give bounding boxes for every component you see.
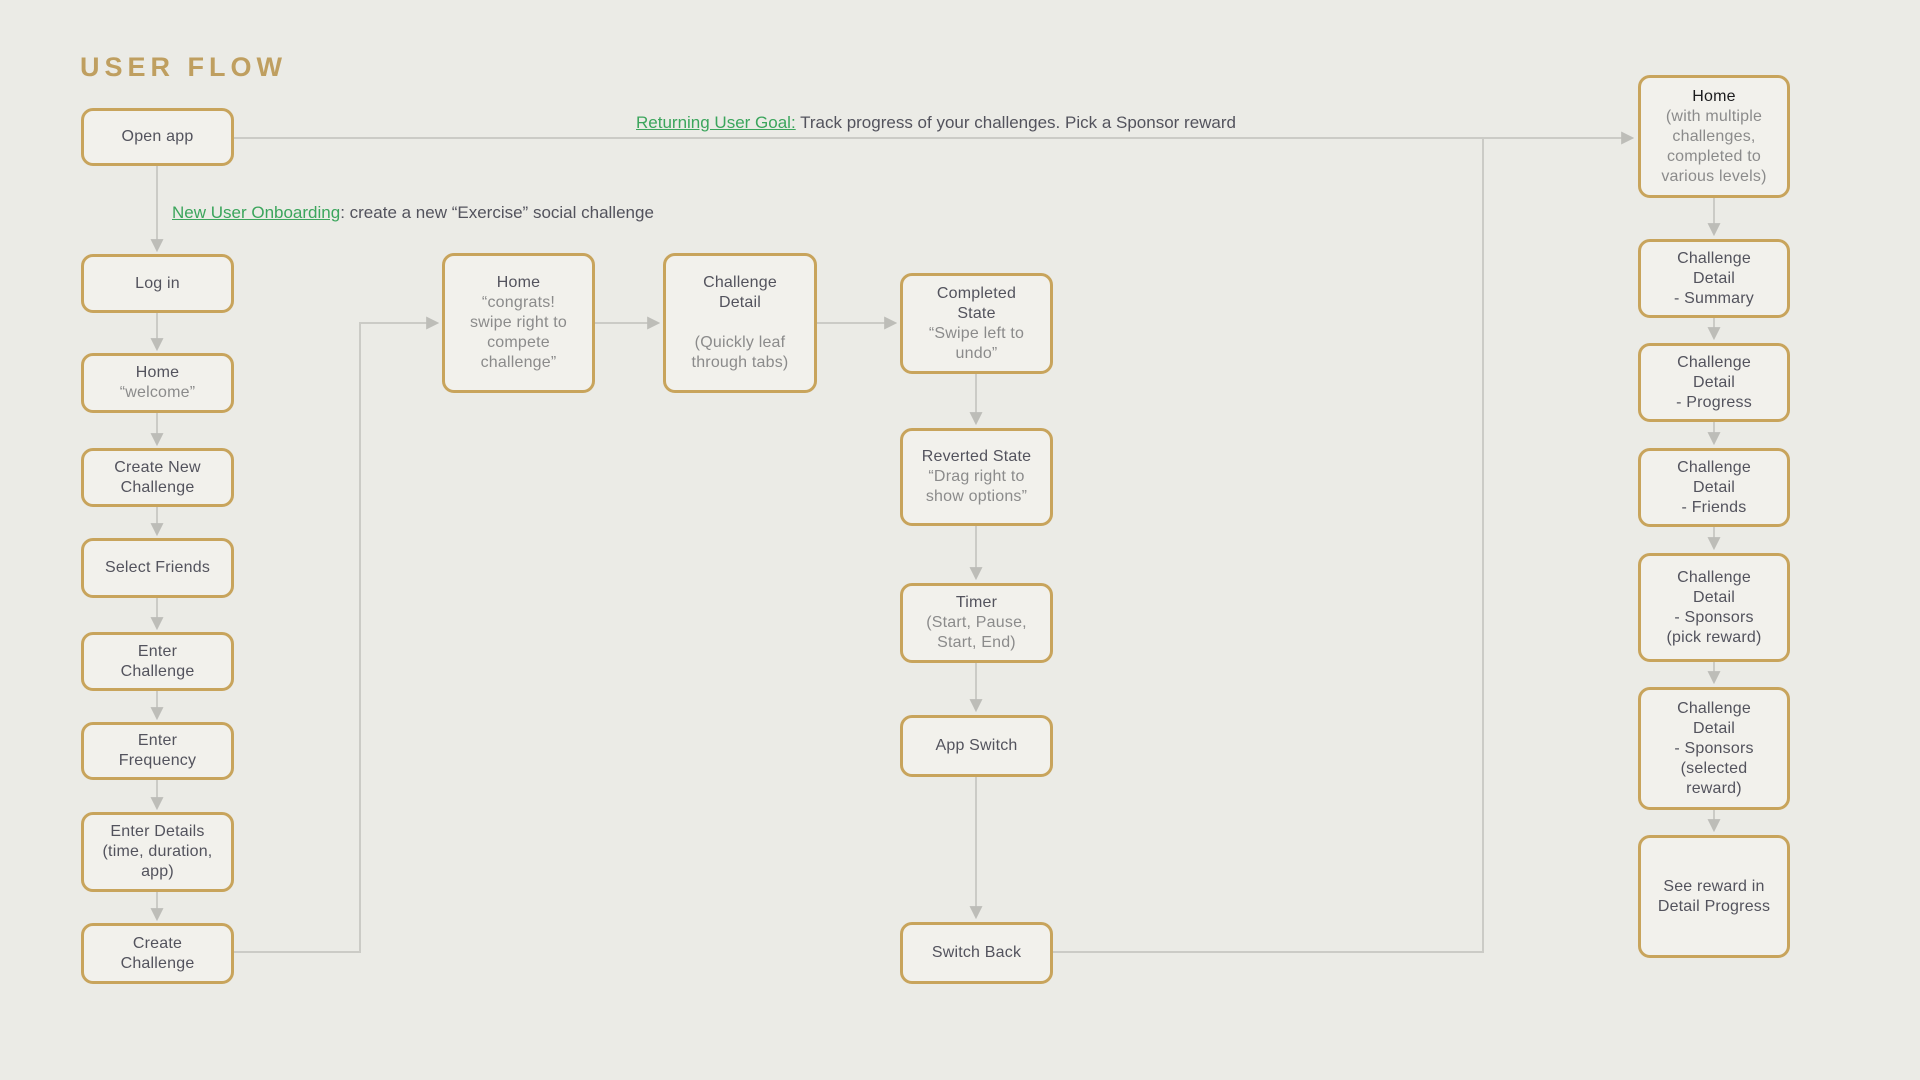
node-enter-details: Enter Details (time, duration, app) [81, 812, 234, 892]
node-see-reward-title: See reward in Detail Progress [1657, 877, 1771, 915]
node-select-friends: Select Friends [81, 538, 234, 598]
node-create-challenge: Create Challenge [81, 923, 234, 984]
node-reverted-state: Reverted State “Drag right to show optio… [900, 428, 1053, 526]
node-home-welcome-subtitle: “welcome” [119, 384, 196, 401]
node-completed-state-subtitle: “Swipe left to undo” [928, 324, 1025, 362]
node-challenge-detail-progress-title: Challenge Detail - Progress [1676, 353, 1752, 411]
returning-user-goal-text: Track progress of your challenges. Pick … [795, 113, 1237, 132]
node-home-multiple-subtitle: (with multiple challenges, completed to … [1661, 107, 1767, 185]
node-challenge-detail-summary-title: Challenge Detail - Summary [1673, 249, 1755, 307]
new-user-onboarding-annotation: New User Onboarding: create a new “Exerc… [172, 202, 654, 224]
node-home-congrats-title: Home [496, 274, 541, 291]
node-create-new-challenge-title: Create New Challenge [114, 458, 201, 496]
node-app-switch-title: App Switch [935, 737, 1018, 754]
node-switch-back: Switch Back [900, 922, 1053, 984]
page-title: USER FLOW [80, 52, 287, 82]
returning-user-goal-annotation: Returning User Goal: Track progress of y… [636, 112, 1236, 134]
node-create-challenge-title: Create Challenge [120, 934, 195, 972]
node-create-new-challenge: Create New Challenge [81, 448, 234, 507]
new-user-onboarding-link[interactable]: New User Onboarding [172, 203, 341, 222]
node-home-congrats: Home “congrats! swipe right to compete c… [442, 253, 595, 393]
node-challenge-detail-sponsors-pick-title: Challenge Detail - Sponsors (pick reward… [1666, 568, 1762, 646]
returning-user-goal-link[interactable]: Returning User Goal: [636, 113, 796, 132]
node-home-multiple: Home (with multiple challenges, complete… [1638, 75, 1790, 198]
node-select-friends-title: Select Friends [104, 559, 211, 576]
node-switch-back-title: Switch Back [931, 944, 1022, 961]
node-challenge-detail-friends-title: Challenge Detail - Friends [1677, 458, 1751, 516]
node-reverted-state-subtitle: “Drag right to show options” [925, 468, 1028, 505]
node-log-in: Log in [81, 254, 234, 313]
node-open-app: Open app [81, 108, 234, 166]
node-enter-frequency: Enter Frequency [81, 722, 234, 780]
node-home-welcome: Home “welcome” [81, 353, 234, 413]
node-enter-details-title: Enter Details (time, duration, app) [102, 823, 213, 880]
node-challenge-detail-tabs-subtitle: (Quickly leaf through tabs) [691, 334, 789, 371]
node-home-congrats-subtitle: “congrats! swipe right to compete challe… [469, 294, 568, 371]
node-challenge-detail-sponsors-selected: Challenge Detail - Sponsors (selected re… [1638, 687, 1790, 810]
node-challenge-detail-friends: Challenge Detail - Friends [1638, 448, 1790, 527]
node-app-switch: App Switch [900, 715, 1053, 777]
node-timer: Timer (Start, Pause, Start, End) [900, 583, 1053, 663]
node-challenge-detail-sponsors-pick: Challenge Detail - Sponsors (pick reward… [1638, 553, 1790, 662]
new-user-onboarding-text: : create a new “Exercise” social challen… [340, 203, 654, 222]
node-completed-state-title: Completed State [936, 284, 1017, 322]
node-enter-challenge: Enter Challenge [81, 632, 234, 691]
node-log-in-title: Log in [135, 274, 180, 292]
node-enter-frequency-title: Enter Frequency [118, 732, 197, 769]
node-see-reward: See reward in Detail Progress [1638, 835, 1790, 958]
node-home-multiple-title: Home [1692, 87, 1736, 105]
node-challenge-detail-tabs-title: Challenge Detail [703, 274, 777, 311]
connector-switchback-return-line [1053, 139, 1484, 953]
node-completed-state: Completed State “Swipe left to undo” [900, 273, 1053, 374]
node-reverted-state-title: Reverted State [921, 448, 1032, 465]
node-home-welcome-title: Home [135, 364, 180, 381]
node-challenge-detail-summary: Challenge Detail - Summary [1638, 239, 1790, 318]
node-challenge-detail-progress: Challenge Detail - Progress [1638, 343, 1790, 422]
node-timer-subtitle: (Start, Pause, Start, End) [926, 614, 1027, 651]
node-timer-title: Timer [955, 594, 998, 611]
node-challenge-detail-tabs: Challenge Detail (Quickly leaf through t… [663, 253, 817, 393]
connector-createchallenge-homecongrats [233, 316, 440, 953]
node-challenge-detail-sponsors-selected-title: Challenge Detail - Sponsors (selected re… [1674, 699, 1754, 797]
node-enter-challenge-title: Enter Challenge [120, 642, 195, 680]
node-open-app-title: Open app [121, 128, 194, 145]
